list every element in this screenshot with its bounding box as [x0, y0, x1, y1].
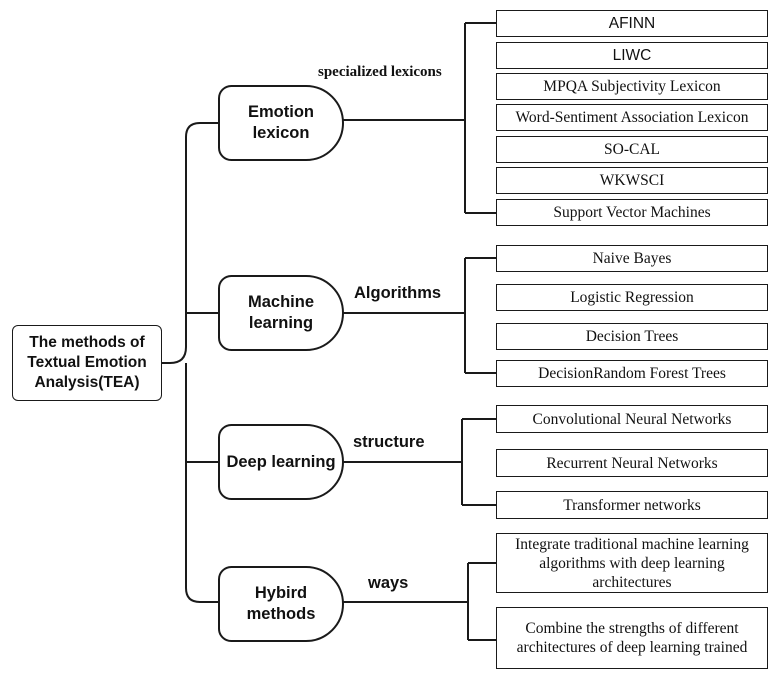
- category-node-emotion-lexicon: Emotion lexicon: [218, 85, 344, 161]
- leaf-node: Convolutional Neural Networks: [496, 405, 768, 433]
- leaf-node: MPQA Subjectivity Lexicon: [496, 73, 768, 100]
- edge-label-specialized-lexicons: specialized lexicons: [318, 64, 442, 80]
- category-node-deep-learning: Deep learning: [218, 424, 344, 500]
- branch-connector-emotion-lexicon: [342, 22, 496, 214]
- leaf-node: SO-CAL: [496, 136, 768, 163]
- leaf-node: Combine the strengths of different archi…: [496, 607, 768, 669]
- leaf-node: AFINN: [496, 10, 768, 37]
- edge-label-ways: ways: [368, 574, 409, 592]
- category-node-machine-learning: Machine learning: [218, 275, 344, 351]
- leaf-node: WKWSCI: [496, 167, 768, 194]
- branch-connector-machine-learning: [342, 257, 496, 374]
- branch-connector-hybird-methods: [342, 562, 496, 641]
- leaf-node: Naive Bayes: [496, 245, 768, 272]
- root-node: The methods of Textual Emotion Analysis(…: [12, 325, 162, 401]
- category-node-hybird-methods: Hybird methods: [218, 566, 344, 642]
- leaf-node: Support Vector Machines: [496, 199, 768, 226]
- leaf-node: Integrate traditional machine learning a…: [496, 533, 768, 593]
- leaf-node: Logistic Regression: [496, 284, 768, 311]
- root-connector: [162, 122, 218, 603]
- leaf-node: Word-Sentiment Association Lexicon: [496, 104, 768, 131]
- leaf-node: Decision Trees: [496, 323, 768, 350]
- edge-label-structure: structure: [353, 433, 425, 451]
- branch-connector-deep-learning: [342, 418, 496, 506]
- leaf-node: LIWC: [496, 42, 768, 69]
- edge-label-algorithms: Algorithms: [354, 284, 442, 302]
- leaf-node: DecisionRandom Forest Trees: [496, 360, 768, 387]
- leaf-node: Recurrent Neural Networks: [496, 449, 768, 477]
- leaf-node: Transformer networks: [496, 491, 768, 519]
